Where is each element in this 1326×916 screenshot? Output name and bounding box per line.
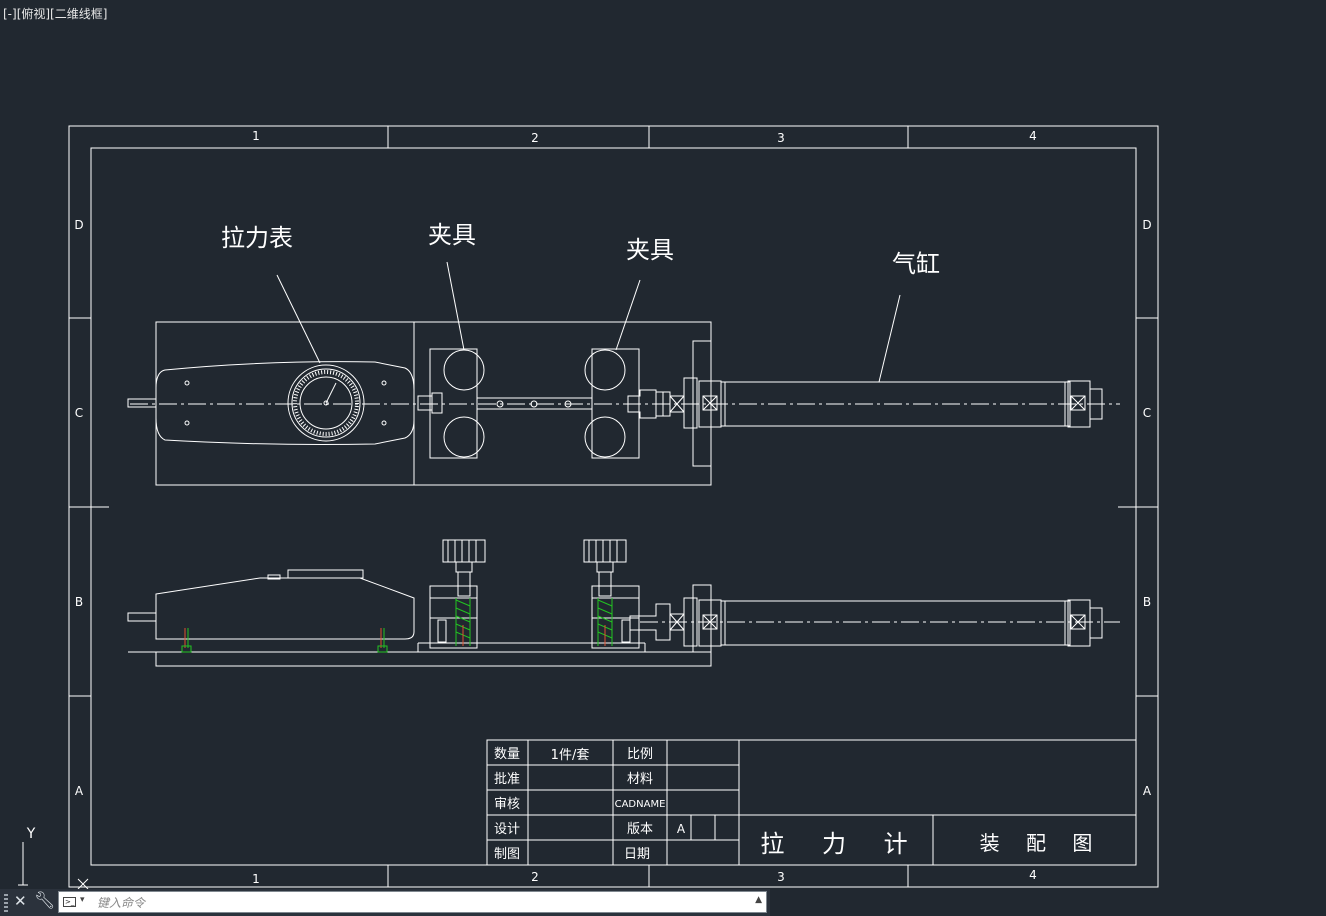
zone-col-top-1: 1 — [252, 129, 260, 143]
ucs-icon — [18, 842, 89, 889]
tb-version-value[interactable]: A — [677, 822, 686, 836]
tb-drawing-type: 装 配 图 — [980, 831, 1093, 855]
zone-row-right-a: A — [1143, 784, 1152, 798]
zone-row-right-b: B — [1143, 595, 1151, 609]
command-input[interactable] — [95, 893, 749, 913]
callout-clamp-right: 夹具 — [626, 236, 674, 264]
tb-scale-label: 比例 — [627, 747, 653, 762]
tb-approve-label: 批准 — [494, 772, 520, 787]
gauge-body-side — [155, 577, 415, 640]
zone-row-left-b: B — [75, 595, 83, 609]
clamp-left-front — [429, 539, 486, 649]
zone-col-bottom-1: 1 — [252, 872, 260, 886]
clamp-right-front — [583, 539, 640, 649]
close-icon[interactable]: ✕ — [14, 892, 27, 910]
command-input-box[interactable]: >_ ▾ ▲ — [58, 891, 767, 913]
drawing-canvas[interactable]: 1 2 3 4 1 2 3 4 D C B A D C B A 拉力表 夹具 夹… — [0, 0, 1326, 889]
ucs-y-label: Y — [26, 826, 36, 842]
wrench-icon[interactable]: 🔧︎ — [34, 891, 56, 911]
tb-design-label: 设计 — [494, 822, 520, 837]
zone-col-bottom-3: 3 — [777, 870, 785, 884]
zone-col-bottom-2: 2 — [531, 870, 539, 884]
zone-col-top-3: 3 — [777, 131, 785, 145]
top-view-assembly[interactable] — [127, 321, 1120, 486]
tb-review-label: 审核 — [494, 797, 520, 812]
title-block[interactable]: 数量 1件/套 比例 批准 材料 审核 CADNAME 设计 版本 A 制图 日… — [486, 739, 1137, 866]
zone-col-top-2: 2 — [531, 131, 539, 145]
tb-version-label: 版本 — [627, 822, 653, 837]
tb-material-label: 材料 — [627, 772, 653, 787]
tb-part-name: 拉 力 计 — [760, 830, 907, 858]
tb-drafter-label: 制图 — [494, 847, 520, 862]
zone-col-top-4: 4 — [1029, 129, 1037, 143]
viewport-controls-label[interactable]: [-][俯视][二维线框] — [3, 7, 108, 21]
zone-row-right-c: C — [1143, 406, 1151, 420]
callout-gauge: 拉力表 — [221, 224, 293, 252]
command-prompt-icon[interactable]: >_ — [63, 897, 76, 907]
gauge-body — [155, 361, 415, 445]
callout-cylinder: 气缸 — [892, 250, 940, 278]
drag-grip-handle[interactable] — [4, 894, 8, 912]
tb-date-label: 日期 — [624, 847, 650, 862]
zone-col-bottom-4: 4 — [1029, 868, 1037, 882]
command-line-bar: ✕ 🔧︎ >_ ▾ ▲ — [0, 889, 770, 916]
zone-dividers — [69, 126, 1158, 887]
base-plate-front — [155, 651, 712, 667]
tb-qty-label: 数量 — [494, 747, 520, 762]
tb-qty-value[interactable]: 1件/套 — [551, 747, 590, 763]
gauge-dial-icon — [287, 364, 365, 442]
leader-lines — [276, 261, 901, 383]
zone-row-left-c: C — [75, 406, 83, 420]
callout-clamp-left: 夹具 — [428, 221, 476, 249]
zone-row-right-d: D — [1142, 218, 1151, 232]
zone-row-left-a: A — [75, 784, 84, 798]
front-view-assembly[interactable] — [127, 539, 1120, 667]
zone-row-left-d: D — [74, 218, 83, 232]
tb-cadname-label: CADNAME — [615, 799, 666, 810]
chevron-down-icon[interactable]: ▾ — [80, 895, 85, 905]
chevron-up-icon[interactable]: ▲ — [755, 895, 762, 905]
cylinder-barrel-front — [720, 600, 1071, 646]
